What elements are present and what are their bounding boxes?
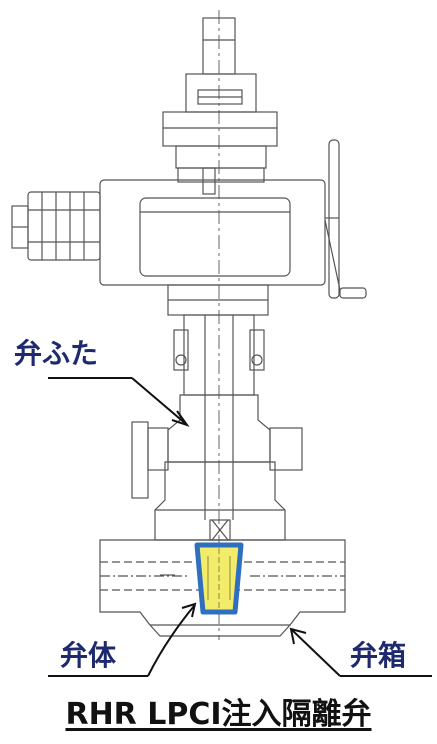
disc-label: 弁体 <box>60 639 117 672</box>
body-leader-arrow-line <box>291 629 341 677</box>
yoke-flange <box>162 111 278 147</box>
upper-yoke <box>185 73 257 113</box>
bonnet-leader-arrow-line <box>131 377 187 425</box>
handwheel-rim <box>328 139 340 299</box>
valve-line-drawing <box>11 10 367 640</box>
motor <box>27 191 101 261</box>
body-label: 弁箱 <box>350 639 407 672</box>
bonnet-label: 弁ふた <box>14 337 99 370</box>
actuator-body <box>99 179 326 286</box>
handwheel-grip <box>339 287 367 299</box>
leader-lines <box>48 377 432 677</box>
figure-caption: RHR LPCI注入隔離弁 <box>65 697 372 732</box>
body-upper <box>154 461 286 541</box>
disc-leader-arrow-line <box>147 605 195 677</box>
